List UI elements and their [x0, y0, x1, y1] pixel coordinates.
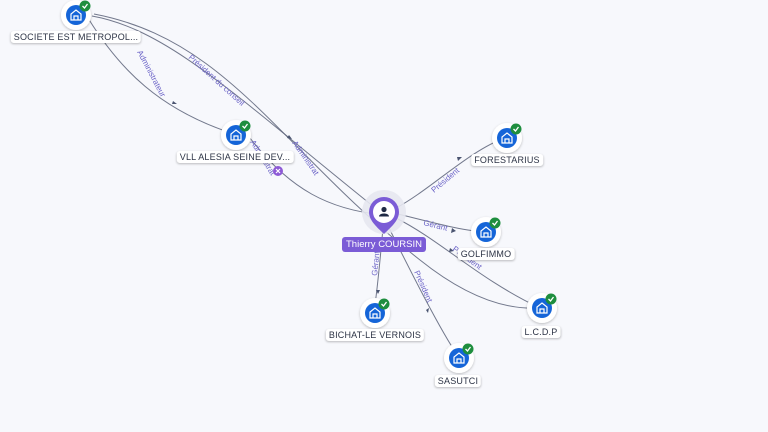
person-icon	[379, 206, 389, 217]
company-node-vll[interactable]	[221, 120, 251, 150]
check-icon	[378, 298, 390, 310]
check-icon	[239, 120, 251, 132]
edge-center-lcdp	[395, 217, 541, 309]
person-node-center[interactable]	[362, 190, 406, 234]
close-icon	[275, 168, 281, 174]
arrow-marker	[287, 135, 292, 139]
check-icon	[545, 293, 557, 305]
building-icon	[480, 226, 492, 238]
building-icon	[501, 132, 513, 144]
edge-label: Président	[430, 165, 462, 194]
company-node-lcdp[interactable]	[527, 293, 557, 323]
collapse-toggle[interactable]	[273, 166, 283, 176]
arrow-marker	[457, 157, 462, 161]
arrow-marker	[449, 248, 454, 252]
node-label-lcdp: L.C.D.P	[521, 326, 561, 338]
node-label-sasutci: SASUTCI	[434, 375, 482, 387]
edge-label: Président du conseil	[187, 53, 247, 108]
company-node-forestarius[interactable]	[492, 123, 522, 153]
edge-societe-lcdp	[93, 13, 541, 309]
arrow-marker	[376, 290, 380, 294]
node-label-bichat: BICHAT-LE VERNOIS	[325, 329, 425, 341]
node-label-vll: VLL ALESIA SEINE DEV...	[176, 151, 294, 163]
edge-label: Administrat	[290, 139, 321, 178]
building-icon	[230, 129, 242, 141]
building-icon	[369, 307, 381, 319]
company-node-sasutci[interactable]	[444, 343, 474, 373]
check-icon	[510, 123, 522, 135]
node-label-societe: SOCIETE EST METROPOL...	[10, 31, 142, 43]
company-node-golfimmo[interactable]	[471, 217, 501, 247]
arrow-marker	[426, 308, 429, 313]
edge-label: Gérant	[370, 250, 382, 276]
company-node-bichat[interactable]	[360, 298, 390, 328]
building-icon	[70, 9, 82, 21]
node-label-forestarius: FORESTARIUS	[471, 154, 543, 166]
check-icon	[489, 217, 501, 229]
center-person-label: Thierry COURSIN	[341, 237, 427, 252]
building-icon	[536, 302, 548, 314]
node-label-golfimmo: GOLFIMMO	[457, 248, 515, 260]
edge-label: Président	[412, 269, 434, 304]
check-icon	[462, 343, 474, 355]
arrow-marker	[451, 228, 456, 233]
check-icon	[79, 0, 91, 12]
edge-societe-center-1	[91, 15, 385, 216]
edge-label: Gérant	[423, 218, 450, 233]
company-node-societe[interactable]	[61, 0, 91, 30]
arrow-marker	[172, 101, 177, 104]
building-icon	[453, 352, 465, 364]
